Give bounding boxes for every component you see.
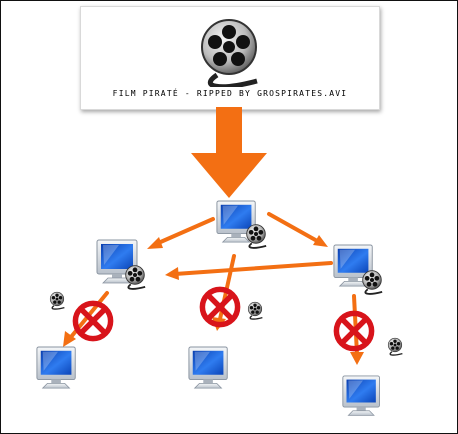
arrow-center-to-left (154, 217, 215, 246)
arrowhead-left-mid (165, 267, 179, 280)
arrow-right-to-left (173, 261, 333, 276)
film-reel-icon (49, 291, 66, 310)
film-caption: Film piraté - ripped by grospirates.avi (112, 89, 348, 98)
computer-bottom-center (188, 346, 228, 389)
computer-left (96, 239, 147, 290)
arrowhead-left-down (63, 331, 76, 347)
computer-right (333, 244, 384, 295)
arrow-center-to-right (267, 212, 321, 244)
arrow-right-down (352, 294, 359, 356)
arrowhead-right-down (350, 352, 364, 365)
computer-bottom-left (36, 346, 76, 389)
film-reel-icon (387, 337, 404, 356)
big-download-arrow (191, 107, 267, 198)
arrowhead-left (147, 237, 163, 249)
computer-center (216, 200, 268, 249)
source-film-card: Film piraté - ripped by grospirates.avi (80, 6, 380, 110)
film-reel-icon (247, 301, 264, 320)
arrowhead-right (313, 235, 328, 247)
film-reel-icon (201, 19, 258, 90)
computer-bottom-right (342, 375, 380, 416)
